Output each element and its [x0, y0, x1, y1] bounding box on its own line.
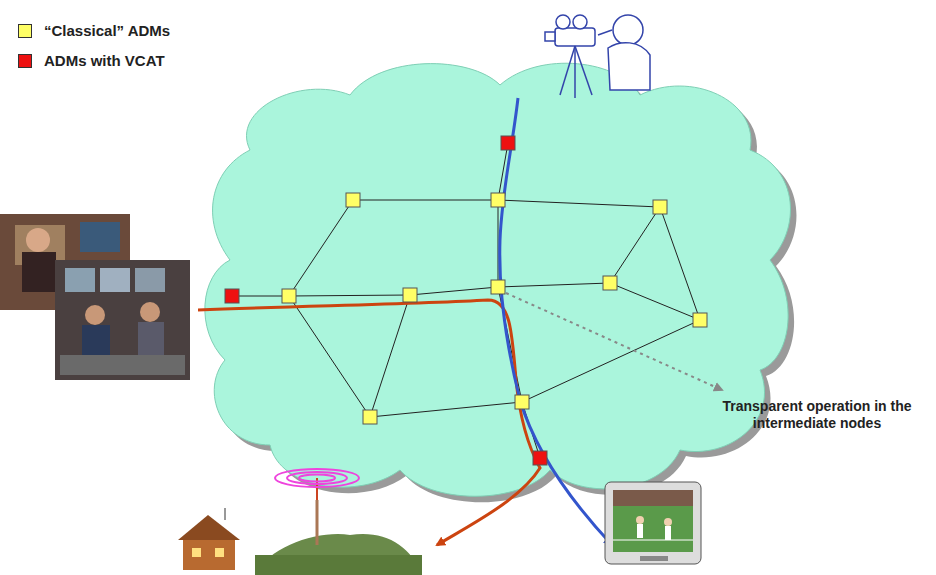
blue-path [500, 98, 612, 545]
house-icon [178, 508, 240, 570]
cameraman-icon [545, 15, 650, 98]
leader-line [506, 293, 722, 390]
legend-text: ADMs with VCAT [44, 52, 165, 69]
callout-note: Transparent operation in the intermediat… [706, 398, 928, 432]
classical-adm-nodes [282, 193, 707, 424]
studio-photo [0, 214, 190, 380]
television-icon [605, 482, 701, 564]
legend-entry: ADMs with VCAT [18, 52, 165, 69]
legend-text: “Classical” ADMs [44, 22, 170, 39]
legend-swatch [18, 54, 32, 68]
legend-swatch [18, 24, 32, 38]
transmitter-tower [255, 469, 422, 575]
vcat-adm-nodes [225, 136, 547, 465]
orange-path [198, 300, 540, 545]
legend-entry: “Classical” ADMs [18, 22, 170, 39]
cloud-network [205, 63, 791, 496]
